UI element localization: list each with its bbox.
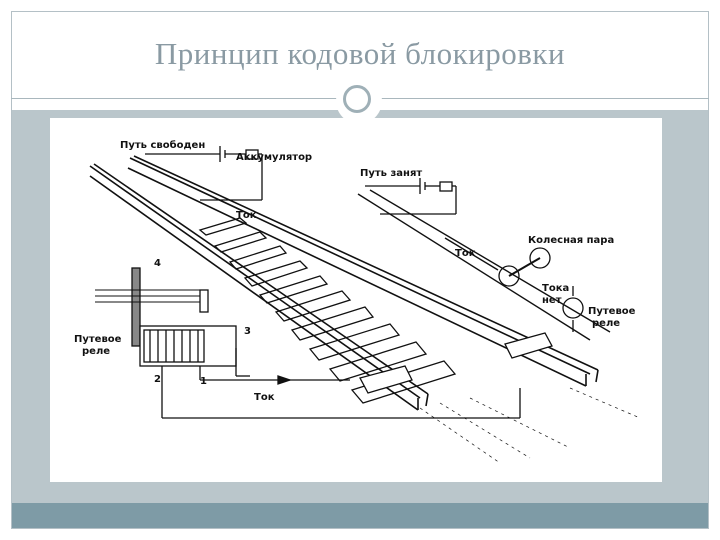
label-relay-right-2: реле: [592, 318, 620, 329]
label-num-1: 1: [200, 376, 207, 387]
label-current-right: Ток: [455, 248, 476, 259]
slide-frame: [11, 11, 709, 529]
rail-end-block: [359, 365, 413, 394]
wheel-pair: [498, 247, 551, 287]
label-no-current-2: нет: [542, 295, 562, 306]
label-wheel-pair: Колесная пара: [528, 235, 614, 246]
divider-ring-icon: [343, 85, 371, 113]
track-circuit-figure: Путь свободен Аккумулятор Ток Путь занят…: [50, 118, 662, 482]
label-relay-right-1: Путевое: [588, 306, 636, 317]
rail-left: [89, 163, 429, 411]
label-relay-left-1: Путевое: [74, 334, 122, 345]
label-num-3: 3: [244, 326, 251, 337]
sleepers: [198, 217, 457, 404]
slide-title: Принцип кодовой блокировки: [154, 36, 566, 71]
track-circuit-diagram: Путь свободен Аккумулятор Ток Путь занят…: [74, 139, 641, 464]
label-battery: Аккумулятор: [236, 152, 312, 163]
track-relay-right: [562, 286, 584, 332]
label-current-left: Ток: [236, 210, 257, 221]
schematic-rails: [357, 189, 611, 341]
battery-circuit-right: [365, 178, 457, 215]
signal-post: [95, 267, 200, 347]
battery-circuit-left: [145, 146, 263, 201]
footer-band: [12, 503, 708, 528]
label-track-free: Путь свободен: [120, 139, 205, 151]
label-track-occupied: Путь занят: [360, 168, 422, 179]
label-current-bottom: Ток: [254, 392, 275, 403]
label-num-2: 2: [154, 374, 161, 385]
track-hatching: [419, 387, 641, 464]
label-no-current-1: Тока: [542, 283, 569, 294]
label-num-4: 4: [154, 258, 161, 269]
rail-end-block: [504, 332, 553, 359]
label-relay-left-2: реле: [82, 346, 110, 357]
current-loop: [161, 366, 521, 419]
track-relay-left: [139, 289, 250, 377]
